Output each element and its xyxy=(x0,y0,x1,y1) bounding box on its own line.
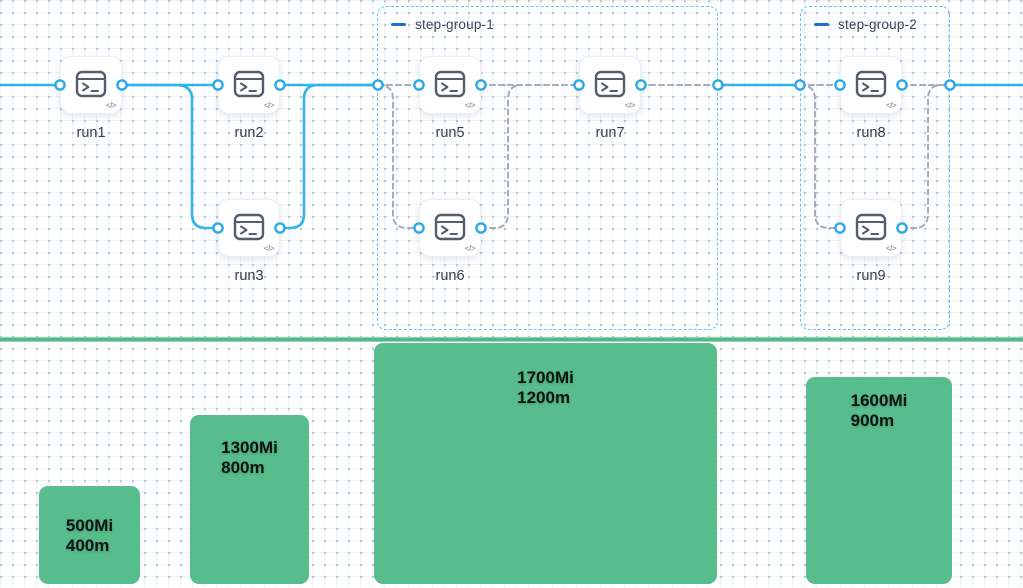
code-icon: </> xyxy=(263,244,275,253)
connection-port[interactable] xyxy=(475,222,487,234)
bar-memory-value: 1600Mi xyxy=(850,391,908,410)
bar-memory-value: 500Mi xyxy=(65,516,114,535)
connection-port[interactable] xyxy=(834,222,846,234)
bar-memory-value: 1700Mi xyxy=(517,368,574,387)
resource-bar-label: 1700Mi 1200m xyxy=(517,343,574,407)
node-card[interactable]: </> xyxy=(840,199,902,257)
pipeline-node: </> run6 xyxy=(419,199,481,284)
step-group-label: step-group-2 xyxy=(838,17,917,32)
node-card[interactable]: </> xyxy=(840,56,902,114)
step-group-header: step-group-2 xyxy=(814,17,917,32)
bar-cpu-value: 800m xyxy=(221,457,265,477)
terminal-icon xyxy=(594,70,626,97)
bar-cpu-value: 900m xyxy=(850,410,895,430)
node-label: run7 xyxy=(595,125,625,141)
resource-bar-label: 1600Mi 900m xyxy=(851,377,908,430)
bar-cpu-value: 400m xyxy=(65,535,110,555)
terminal-icon xyxy=(434,213,466,240)
code-icon: </> xyxy=(464,244,476,253)
connection-port[interactable] xyxy=(475,79,487,91)
connection-port[interactable] xyxy=(573,79,585,91)
connection-port[interactable] xyxy=(834,79,846,91)
connection-port[interactable] xyxy=(116,79,128,91)
connection-port[interactable] xyxy=(896,222,908,234)
resource-bar-label: 1300Mi 800m xyxy=(221,415,278,477)
code-icon: </> xyxy=(105,101,117,110)
terminal-icon xyxy=(434,70,466,97)
resource-bar: 1300Mi 800m xyxy=(190,415,309,584)
connection-port[interactable] xyxy=(944,79,956,91)
terminal-icon xyxy=(75,70,107,97)
connection-port[interactable] xyxy=(372,79,384,91)
code-icon: </> xyxy=(464,101,476,110)
terminal-icon xyxy=(855,70,887,97)
connection-port[interactable] xyxy=(54,79,66,91)
node-label: run9 xyxy=(856,268,886,284)
pipeline-node: </> run2 xyxy=(218,56,280,141)
resource-bar-label: 500Mi 400m xyxy=(66,486,113,555)
bar-memory-value: 1300Mi xyxy=(221,438,278,457)
connection-port[interactable] xyxy=(212,79,224,91)
code-icon: </> xyxy=(263,101,275,110)
resource-bar: 1700Mi 1200m xyxy=(374,343,717,584)
section-divider xyxy=(0,337,1023,342)
terminal-icon xyxy=(233,70,265,97)
collapse-minus-icon[interactable] xyxy=(391,23,406,26)
pipeline-node: </> run8 xyxy=(840,56,902,141)
node-label: run3 xyxy=(234,268,264,284)
connection-port[interactable] xyxy=(274,79,286,91)
node-label: run1 xyxy=(76,125,106,141)
resource-bar: 500Mi 400m xyxy=(39,486,140,584)
step-group-header: step-group-1 xyxy=(391,17,494,32)
connection-port[interactable] xyxy=(413,222,425,234)
connection-port[interactable] xyxy=(274,222,286,234)
node-label: run8 xyxy=(856,125,886,141)
connection-port[interactable] xyxy=(896,79,908,91)
code-icon: </> xyxy=(885,101,897,110)
code-icon: </> xyxy=(624,101,636,110)
resource-bar: 1600Mi 900m xyxy=(806,377,952,584)
pipeline-node: </> run9 xyxy=(840,199,902,284)
node-label: run6 xyxy=(435,268,465,284)
terminal-icon xyxy=(233,213,265,240)
pipeline-node: </> run5 xyxy=(419,56,481,141)
connection-port[interactable] xyxy=(212,222,224,234)
pipeline-node: </> run3 xyxy=(218,199,280,284)
node-card[interactable]: </> xyxy=(218,199,280,257)
connection-port[interactable] xyxy=(712,79,724,91)
terminal-icon xyxy=(855,213,887,240)
connection-port[interactable] xyxy=(635,79,647,91)
bar-cpu-value: 1200m xyxy=(517,387,571,407)
connection-port[interactable] xyxy=(413,79,425,91)
node-card[interactable]: </> xyxy=(419,56,481,114)
node-label: run5 xyxy=(435,125,465,141)
code-icon: </> xyxy=(885,244,897,253)
node-card[interactable]: </> xyxy=(419,199,481,257)
connection-port[interactable] xyxy=(794,79,806,91)
collapse-minus-icon[interactable] xyxy=(814,23,829,26)
node-label: run2 xyxy=(234,125,264,141)
node-card[interactable]: </> xyxy=(218,56,280,114)
step-group-label: step-group-1 xyxy=(415,17,494,32)
